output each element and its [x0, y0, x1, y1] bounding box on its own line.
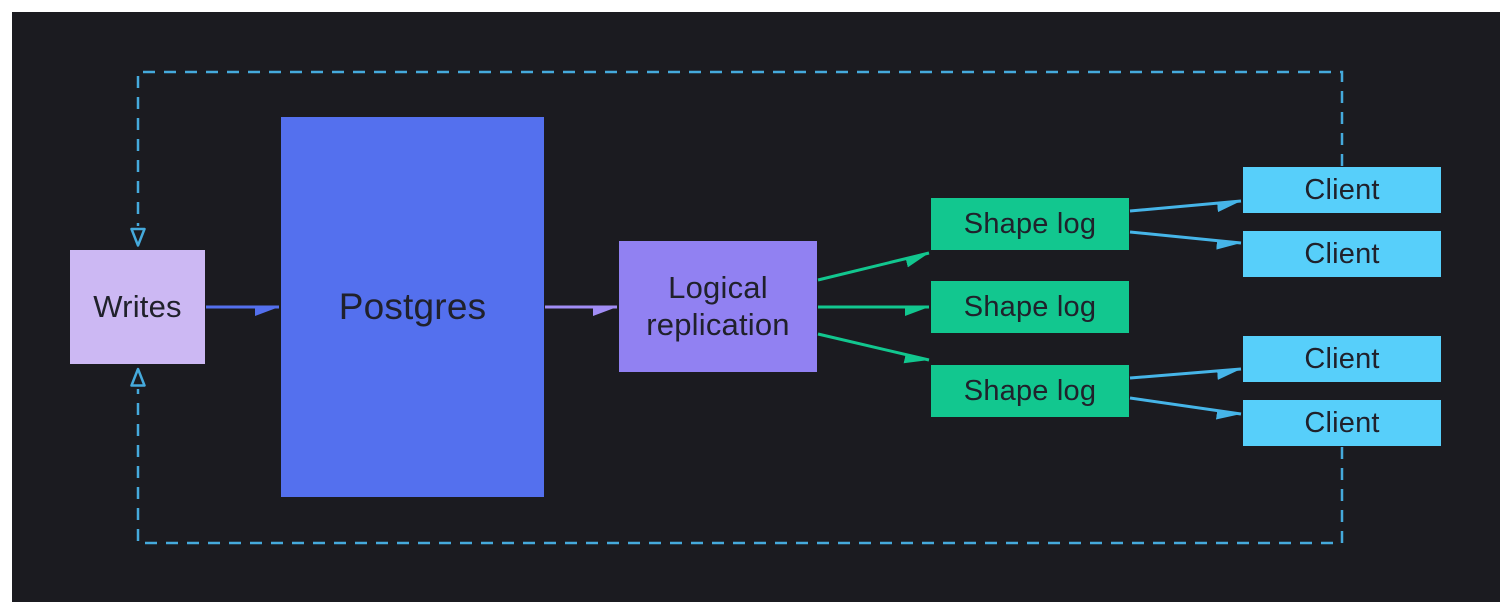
loop-arrowhead-up-icon — [130, 367, 146, 387]
logical-replication-node: Logical replication — [619, 241, 817, 372]
replication-to-shapelog3-arrow — [817, 332, 930, 360]
logical-replication-label-line1: Logical — [668, 269, 768, 305]
client-label: Client — [1304, 406, 1380, 439]
shapelog1-to-client2-arrow — [1129, 230, 1242, 243]
shapelog3-to-client3-arrow — [1129, 367, 1242, 378]
logical-replication-label-line2: replication — [646, 306, 790, 342]
shape-log-node-3: Shape log — [931, 365, 1129, 417]
shape-log-label: Shape log — [963, 374, 1097, 407]
postgres-label: Postgres — [338, 286, 487, 327]
client-label: Client — [1304, 342, 1380, 375]
client-node-3: Client — [1243, 336, 1441, 382]
shape-log-label: Shape log — [963, 290, 1097, 323]
replication-to-shapelog1-arrow — [817, 251, 930, 282]
writes-label: Writes — [93, 289, 182, 324]
client-node-1: Client — [1243, 167, 1441, 213]
client-node-4: Client — [1243, 400, 1441, 446]
postgres-node: Postgres — [281, 117, 544, 497]
loop-arrowhead-down-icon — [130, 227, 146, 247]
shape-log-label: Shape log — [963, 207, 1097, 240]
shape-log-node-1: Shape log — [931, 198, 1129, 250]
writes-node: Writes — [70, 250, 205, 364]
shapelog3-to-client4-arrow — [1129, 396, 1242, 414]
shape-log-node-2: Shape log — [931, 281, 1129, 333]
client-label: Client — [1304, 173, 1380, 206]
client-label: Client — [1304, 237, 1380, 270]
diagram-canvas: Writes Postgres Logical replication Shap… — [12, 12, 1500, 602]
shapelog1-to-client1-arrow — [1129, 199, 1242, 213]
client-node-2: Client — [1243, 231, 1441, 277]
